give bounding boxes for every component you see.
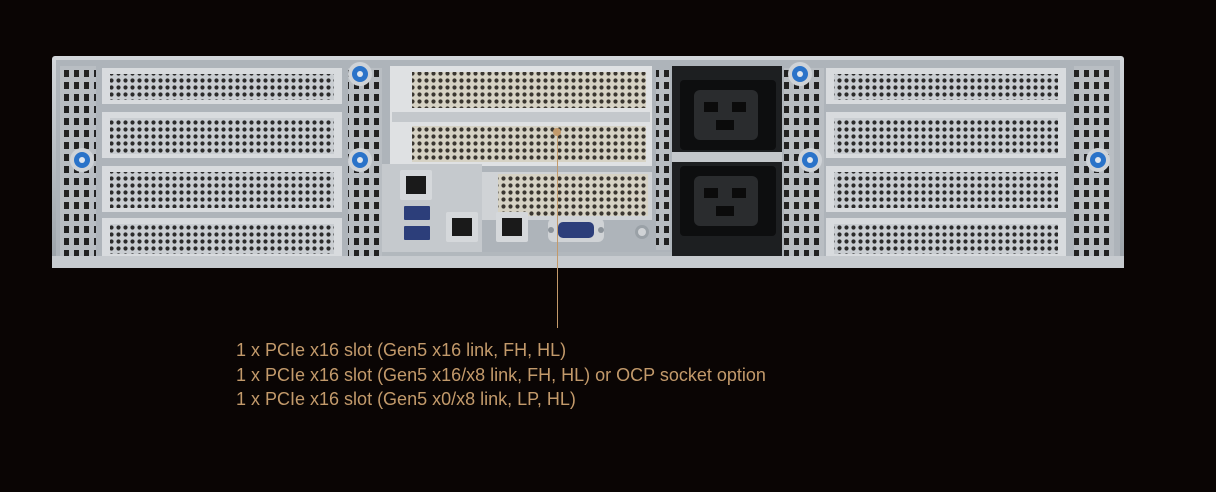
spec-line: 1 x PCIe x16 slot (Gen5 x16/x8 link, FH,… xyxy=(236,364,766,385)
thumbscrew-icon[interactable] xyxy=(788,62,812,86)
thumbscrew-icon[interactable] xyxy=(70,148,94,172)
spec-line: 1 x PCIe x16 slot (Gen5 x0/x8 link, LP, … xyxy=(236,389,576,409)
thumbscrew-icon[interactable] xyxy=(798,148,822,172)
callout-marker xyxy=(553,128,561,136)
left-slot-bay xyxy=(102,68,342,258)
thumbscrew-icon[interactable] xyxy=(1086,148,1110,172)
thumbscrew-icon[interactable] xyxy=(348,148,372,172)
pcie-slot-spec-list: 1 x PCIe x16 slot (Gen5 x16 link, FH, HL… xyxy=(236,338,766,412)
psu-bays xyxy=(656,66,782,256)
callout-leader-line xyxy=(557,132,558,328)
right-slot-bay xyxy=(826,68,1066,258)
thumbscrew-icon[interactable] xyxy=(348,62,372,86)
spec-line: 1 x PCIe x16 slot (Gen5 x16 link, FH, HL… xyxy=(236,340,567,360)
server-rear-panel xyxy=(52,56,1124,268)
